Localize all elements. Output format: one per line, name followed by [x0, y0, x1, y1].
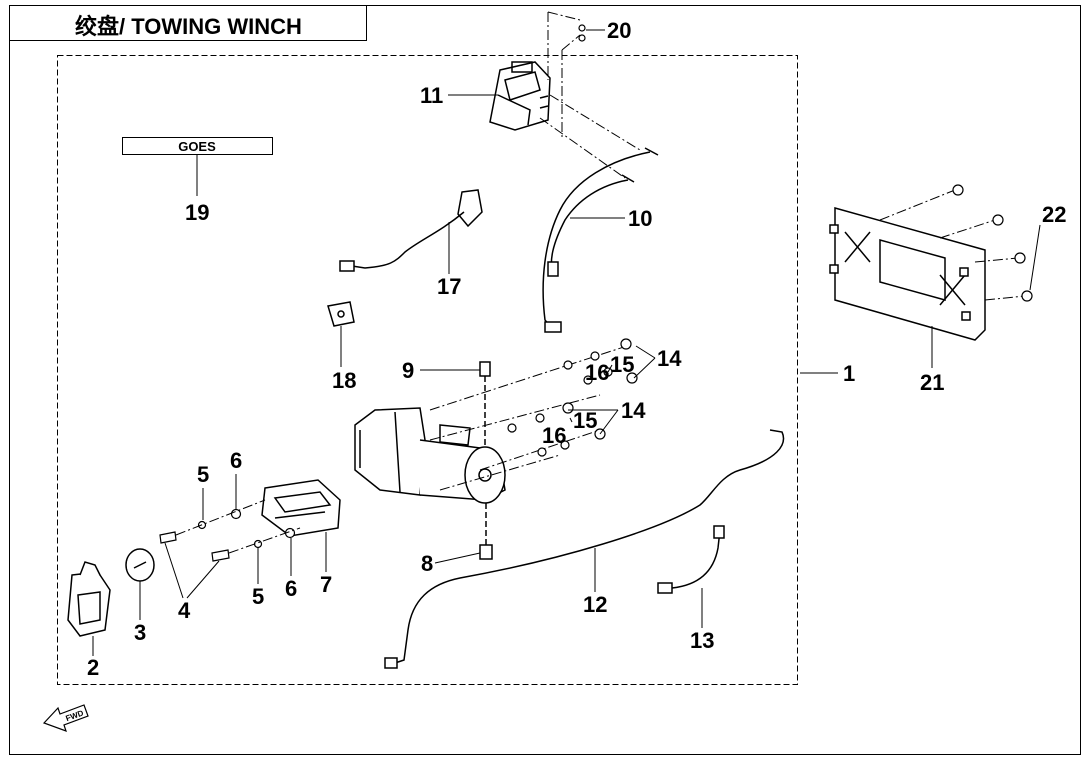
part-10-harness: [542, 147, 659, 333]
callout-21: 21: [920, 370, 944, 395]
note-box-label: GOES: [178, 139, 216, 154]
callout-6-upper: 6: [230, 448, 242, 473]
part-18-bracket: [327, 301, 355, 327]
callout-3: 3: [134, 620, 146, 645]
callout-17: 17: [437, 274, 461, 299]
outer-frame: [9, 5, 1081, 755]
part-17-switch-harness: [339, 189, 483, 272]
callout-2: 2: [87, 655, 99, 680]
callout-15-lower: 15: [573, 408, 597, 433]
callout-16-upper: 16: [585, 360, 609, 385]
callout-11: 11: [420, 83, 443, 108]
callout-14-upper: 14: [657, 346, 682, 371]
note-box-goes: GOES: [122, 137, 273, 196]
fwd-arrow-icon: FWD: [42, 704, 89, 732]
callout-4: 4: [178, 598, 191, 623]
assembly-boundary: [57, 55, 798, 685]
callout-6-lower: 6: [285, 576, 297, 601]
part-2-hook: [67, 561, 111, 637]
part-20-screws: [578, 24, 586, 42]
part-7-fairlead: [261, 479, 341, 537]
part-3-cap: [125, 548, 155, 582]
plate-bolt-lines: [879, 189, 1026, 301]
callout-19: 19: [185, 200, 209, 225]
callout-1: 1: [843, 361, 855, 386]
part-11-controller: [489, 61, 551, 131]
callout-14-lower: 14: [621, 398, 646, 423]
fastener-lines: [175, 499, 301, 554]
leader-lines-11: [539, 11, 641, 179]
callout-16-lower: 16: [542, 423, 566, 448]
callout-9: 9: [402, 358, 414, 383]
part-22-bolts: [952, 184, 1033, 302]
callout-20: 20: [607, 18, 631, 43]
winch-assembly: [354, 361, 506, 560]
callout-22: 22: [1042, 202, 1066, 227]
part-21-mounting-plate: [829, 207, 986, 341]
callout-leaders: [92, 29, 1041, 656]
callout-10: 10: [628, 206, 652, 231]
callout-15-upper: 15: [610, 352, 634, 377]
callout-5-lower: 5: [252, 584, 264, 609]
part-12-cable: [384, 429, 785, 669]
callout-5-upper: 5: [197, 462, 209, 487]
callout-8: 8: [421, 551, 433, 576]
title-box: 绞盘/ TOWING WINCH: [10, 5, 367, 41]
callout-13: 13: [690, 628, 714, 653]
part-13-hose: [657, 525, 725, 594]
diagram-title: 绞盘/ TOWING WINCH: [75, 14, 302, 39]
parts-14-15-16-hardware: [507, 338, 638, 457]
callout-7: 7: [320, 572, 332, 597]
callout-18: 18: [332, 368, 356, 393]
callout-12: 12: [583, 592, 607, 617]
